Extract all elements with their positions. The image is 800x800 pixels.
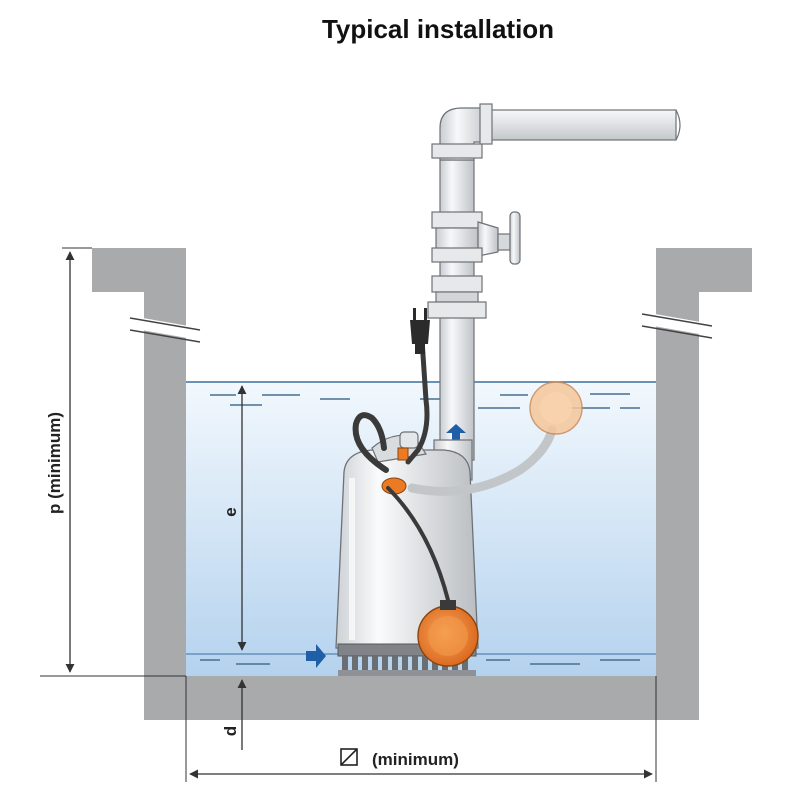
width-label: (minimum) xyxy=(372,750,459,769)
discharge-pipe xyxy=(427,103,681,461)
floor-slab xyxy=(144,676,699,720)
dimensions: p (minimum) e d (minimum) xyxy=(40,247,657,782)
d-label: d xyxy=(221,726,240,736)
upper-float-switch xyxy=(407,381,583,496)
square-section-icon xyxy=(340,748,358,766)
plug-icon xyxy=(410,308,430,354)
sump-walls xyxy=(92,248,752,720)
e-label: e xyxy=(221,507,240,516)
left-wall xyxy=(92,248,186,676)
lower-float-switch xyxy=(417,600,479,667)
right-wall xyxy=(656,248,752,676)
up-flow-arrow-icon xyxy=(446,424,466,446)
inflow-arrow-icon xyxy=(306,644,326,668)
pump xyxy=(335,431,479,676)
p-label: p (minimum) xyxy=(45,412,64,514)
page-title: Typical installation xyxy=(321,14,555,44)
power-cable xyxy=(352,337,450,602)
flow-arrows xyxy=(306,424,466,668)
